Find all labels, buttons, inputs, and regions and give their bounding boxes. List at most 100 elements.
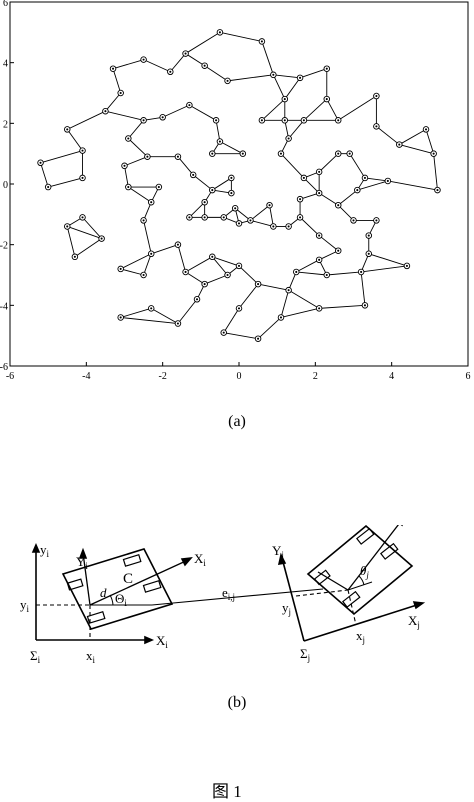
graph-edge — [128, 138, 148, 158]
graph-node-center — [360, 270, 363, 274]
right-wheel-1 — [356, 527, 375, 545]
graph-node-center — [127, 185, 130, 189]
right-horizontal-ref — [347, 581, 373, 591]
graph-node-center — [352, 219, 355, 222]
graph-node-center — [203, 64, 206, 67]
graph-node-center — [203, 216, 206, 219]
graph-node-center — [150, 307, 153, 310]
graph-node-center — [142, 273, 145, 277]
left-local-y — [82, 552, 91, 606]
y-tick-label: 0 — [3, 180, 8, 191]
graph-node-center — [237, 264, 241, 267]
right-y-arrow — [277, 552, 287, 565]
graph-edge — [185, 256, 213, 273]
graph-edge — [238, 265, 259, 285]
edge-eij — [151, 588, 324, 606]
graph-edge — [273, 74, 301, 79]
graph-node-center — [142, 58, 145, 61]
graph-edge — [212, 256, 240, 267]
graph-node-center — [348, 152, 351, 155]
graph-edge — [189, 201, 205, 218]
graph-node-center — [184, 270, 187, 274]
graph-edge — [211, 256, 228, 276]
graph-node-center — [203, 201, 206, 204]
graph-node-center — [218, 140, 221, 143]
graph-edge — [280, 307, 320, 318]
graph-edge — [204, 274, 228, 285]
graph-node-center — [169, 70, 172, 73]
graph-edge — [299, 192, 320, 200]
graph-node-center — [249, 219, 252, 222]
graph-node-center — [295, 270, 298, 274]
graph-edge — [272, 74, 286, 100]
graph-node-center — [195, 298, 199, 301]
x-tick-label: 2 — [313, 371, 318, 382]
graph-edge — [219, 141, 244, 155]
graph-node-center — [318, 307, 321, 310]
x-tick-label: -2 — [158, 371, 166, 382]
x-tick-label: 4 — [389, 371, 394, 382]
graph-edge — [120, 317, 178, 324]
graph-node-center — [142, 219, 145, 222]
graph-edge — [74, 238, 102, 258]
graph-edge — [261, 41, 274, 75]
graph-edge — [143, 253, 152, 276]
graph-node-center — [119, 267, 122, 270]
left-theta-arc — [109, 594, 114, 606]
graph-node-center — [375, 94, 378, 98]
right-theta-arc — [358, 575, 365, 586]
graph-node-center — [318, 170, 321, 173]
graph-node-center — [287, 289, 290, 292]
graph-node-center — [119, 91, 122, 95]
graph-edge — [215, 120, 221, 142]
graph-node-center — [299, 198, 302, 201]
graph-edge — [177, 244, 187, 273]
graph-edge — [318, 153, 339, 173]
graph-node-center — [188, 104, 191, 107]
graph-node-center — [260, 119, 263, 122]
graph-node-center — [375, 219, 378, 222]
graph-edge — [192, 174, 213, 191]
graph-edge — [250, 204, 270, 221]
graph-node-center — [375, 125, 378, 128]
graph-edge — [319, 304, 365, 309]
y-tick-label: 4 — [3, 59, 8, 70]
graph-node-center — [318, 192, 321, 195]
graph-edge — [223, 308, 240, 333]
graph-edge — [169, 53, 186, 73]
graph-node-center — [283, 119, 286, 122]
left-x-axis-label: Xi — [156, 633, 168, 650]
graph-node-center — [192, 173, 195, 176]
right-xcoord-label: xj — [356, 628, 365, 645]
graph-edge — [337, 95, 377, 121]
graph-node-center — [237, 222, 241, 225]
graph-node-center — [337, 119, 340, 122]
right-wheel-3 — [313, 569, 331, 586]
graph-edge — [40, 150, 83, 164]
right-ycoord-label: yj — [282, 600, 291, 617]
graph-node-center — [226, 273, 229, 277]
graph-edge — [250, 219, 274, 227]
graph-node-center — [405, 264, 408, 267]
right-x-dashed — [347, 589, 357, 626]
graph-node-center — [211, 255, 214, 258]
distance-label: d — [100, 585, 107, 600]
graph-node-center — [176, 243, 179, 246]
left-wheel-1 — [122, 554, 142, 567]
right-y-axis — [281, 557, 305, 642]
graph-node-center — [188, 216, 191, 219]
graph-edge — [219, 31, 262, 42]
graph-edge — [143, 202, 152, 221]
graph-node-center — [112, 67, 115, 70]
graph-node-center — [436, 189, 439, 192]
graph-edge — [223, 332, 259, 340]
graph-node-center — [337, 152, 340, 155]
graph-edge — [296, 259, 320, 273]
graph-node-center — [81, 216, 84, 219]
graph-edge — [360, 271, 366, 306]
graph-edge — [66, 226, 76, 257]
graph-edge — [40, 162, 49, 188]
graph-edge — [128, 186, 152, 203]
left-x-arrow — [144, 635, 155, 645]
graph-node-center — [287, 137, 290, 140]
